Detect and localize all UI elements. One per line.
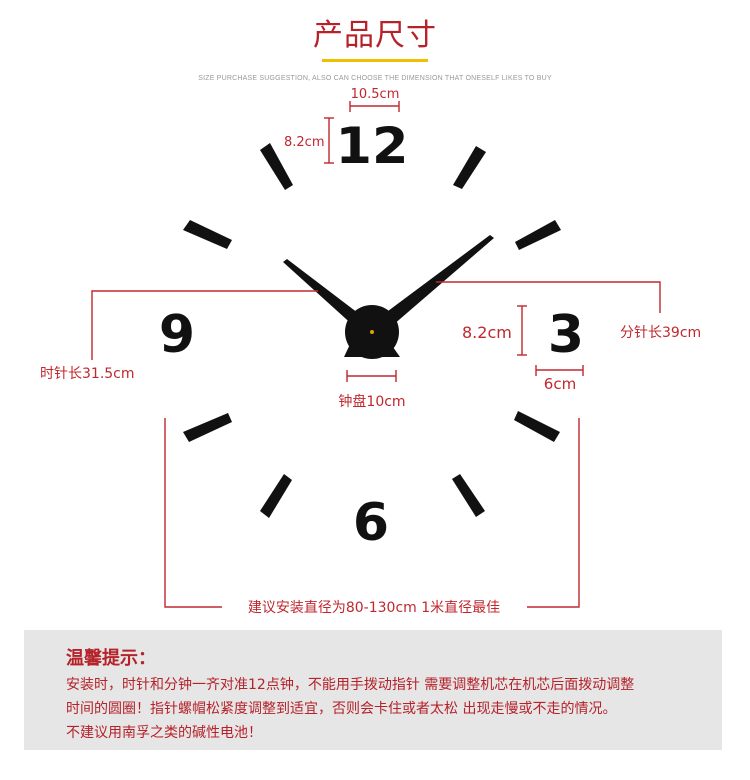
clock-hands [283,235,494,359]
marker-4 [514,411,560,442]
minute-hand-label: 分针长39cm [620,325,701,341]
page-title: 产品尺寸 [313,18,437,53]
numeral-3: 3 [548,305,584,365]
clock-diagram: 12 9 3 6 10.5cm 8.2cm 8.2cm 6cm 分针长 [40,87,701,616]
hour-hand-label: 时针长31.5cm [40,366,135,382]
marker-2 [515,220,561,250]
numeral-6: 6 [353,493,389,553]
numeral-height-label-right: 8.2cm [462,323,512,342]
tips-line-1: 安装时，时针和分钟一齐对准12点钟，不能用手拨动指针 需要调整机芯在机芯后面拨动… [66,677,635,693]
numeral-3-width-label: 6cm [544,375,576,393]
install-diameter-label: 建议安装直径为80-130cm 1米直径最佳 [248,599,500,616]
marker-5 [452,474,485,517]
numeral-height-label-top: 8.2cm [284,135,325,150]
marker-7 [260,474,292,518]
dial-label: 钟盘10cm [338,393,405,410]
numeral-12: 12 [335,117,408,176]
numeral-width-label: 10.5cm [351,87,400,102]
marker-8 [183,413,232,442]
tips-line-2: 时间的圆圈！指针螺帽松紧度调整到适宜，否则会卡住或者太松 出现走慢或不走的情况。 [66,701,617,717]
marker-10 [183,220,232,249]
hour-markers [183,143,561,518]
numeral-9: 9 [159,305,195,365]
tips-panel: 温馨提示： 安装时，时针和分钟一齐对准12点钟，不能用手拨动指针 需要调整机芯在… [24,630,722,750]
tips-line-3: 不建议用南孚之类的碱性电池！ [66,725,262,741]
marker-11 [260,143,293,190]
dial-tail [344,340,400,357]
page-subtitle: SIZE PURCHASE SUGGESTION, ALSO CAN CHOOS… [198,75,552,82]
minute-hand [368,235,494,338]
marker-1 [453,146,486,189]
tips-title: 温馨提示： [66,648,156,669]
dimension-lines [91,101,661,608]
title-underline [322,59,428,62]
